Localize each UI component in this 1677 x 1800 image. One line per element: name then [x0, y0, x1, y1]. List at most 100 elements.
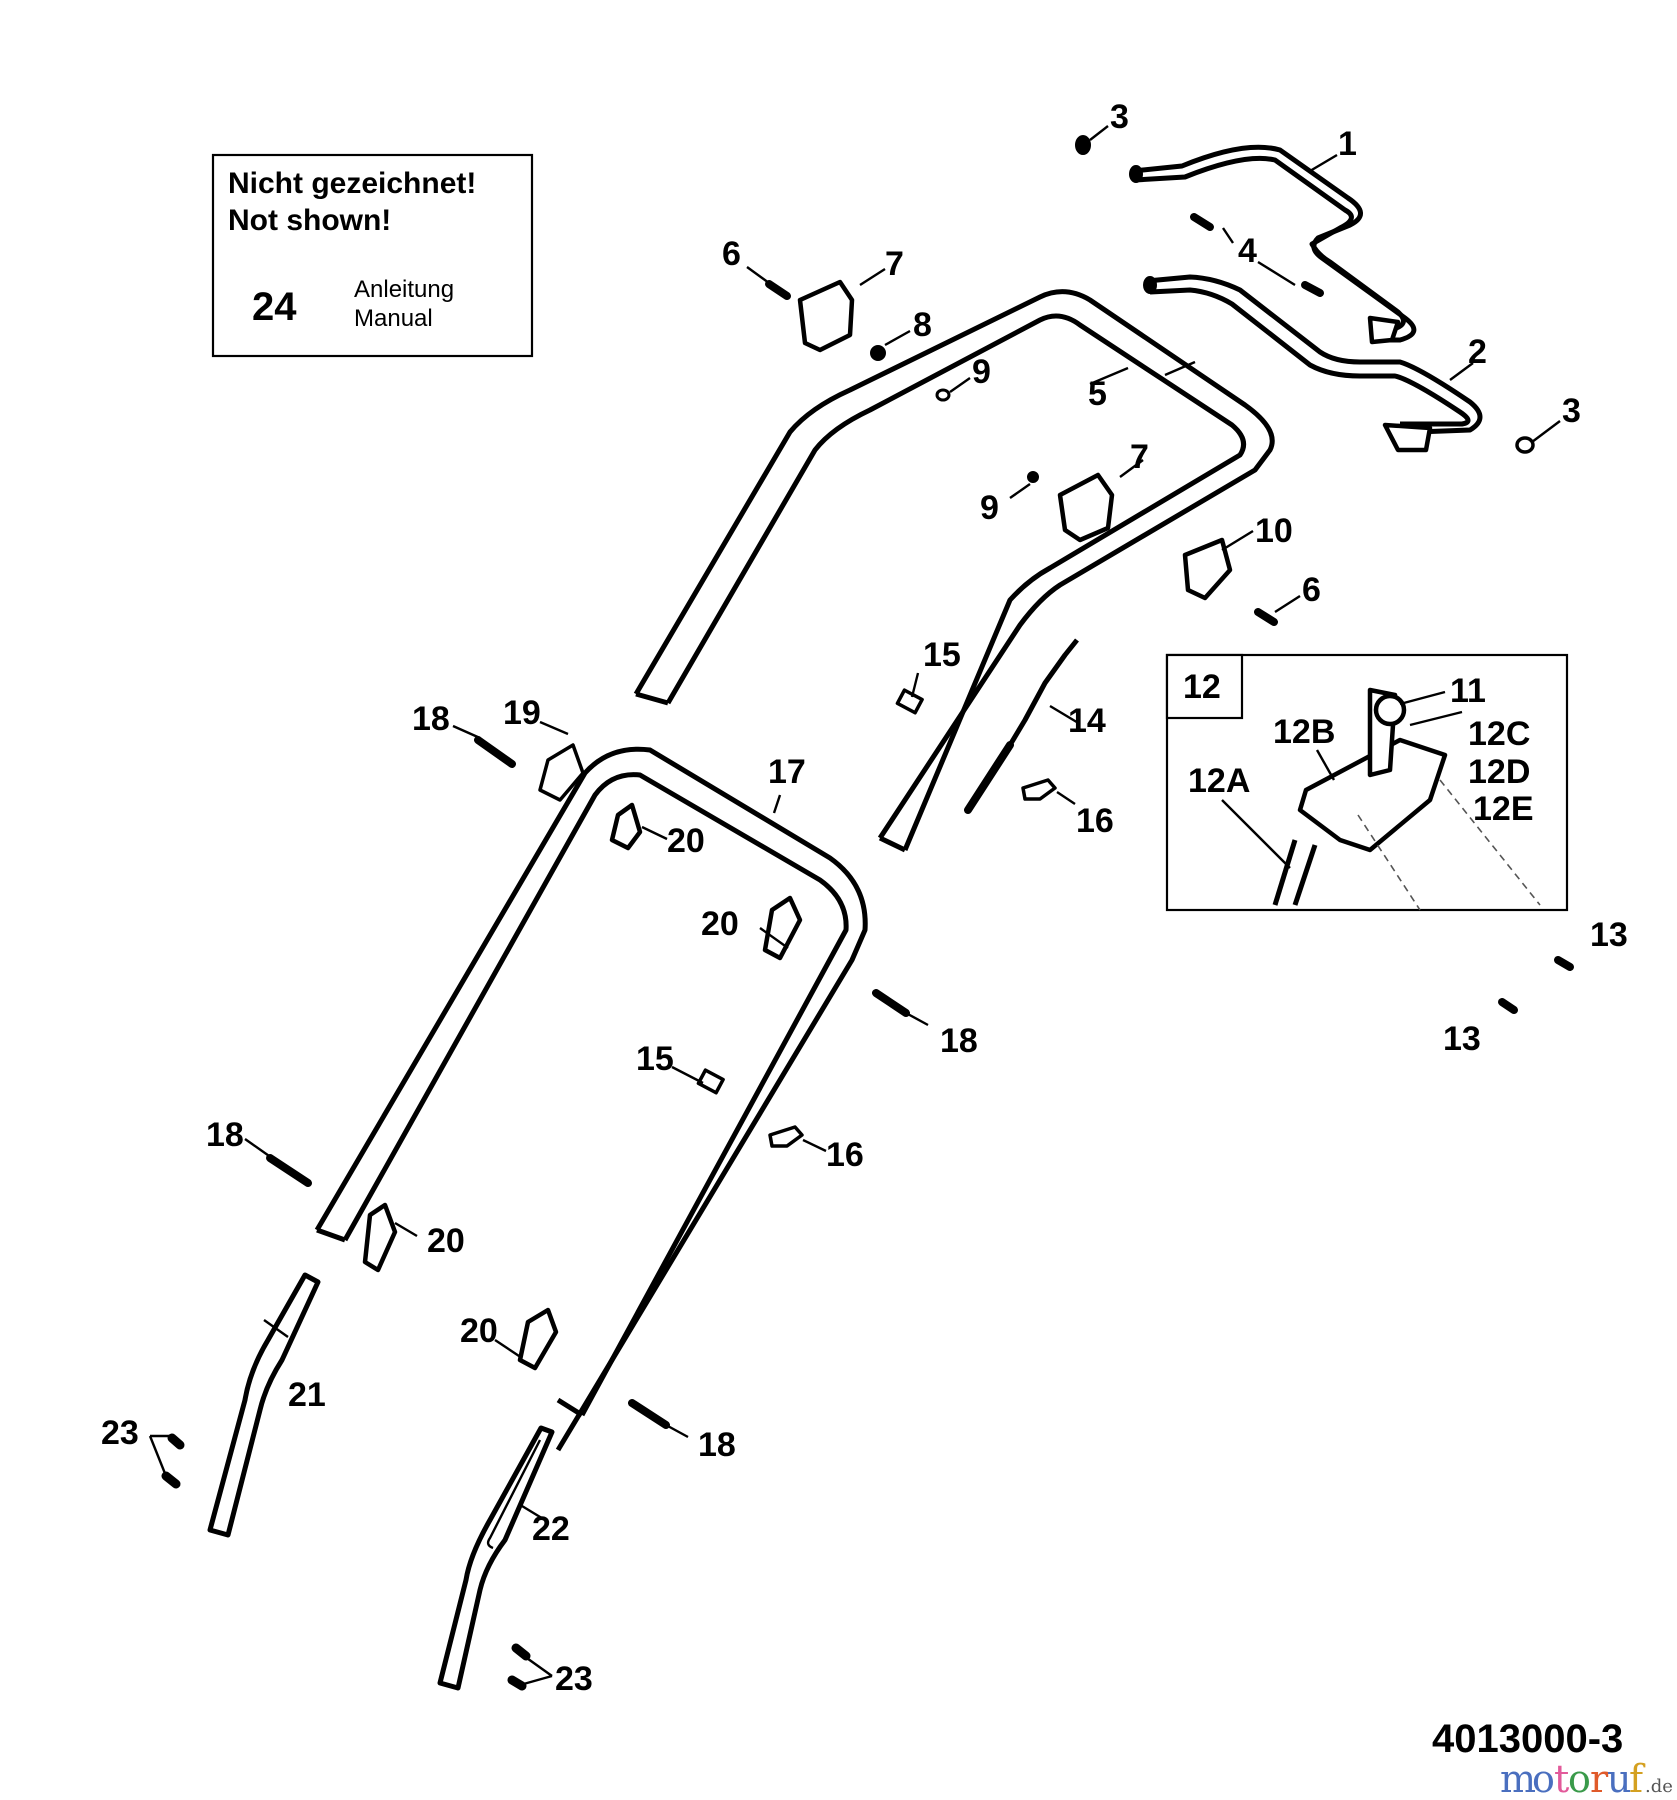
callout-9: 9 [980, 489, 999, 527]
part-21-lower-tube-left[interactable] [207, 1272, 321, 1538]
callout-18: 18 [940, 1022, 978, 1060]
note-item-english: Manual [354, 305, 433, 332]
callout-21: 21 [288, 1376, 326, 1414]
part-3-washer-right [1515, 436, 1535, 454]
part-23-screw-c [511, 1643, 531, 1661]
part-20-knob-d [517, 1307, 559, 1371]
part-16-grommet-a [1021, 778, 1057, 801]
callout-6: 6 [1302, 571, 1321, 609]
part-8-nut [870, 345, 886, 361]
callout-12c: 12C [1468, 715, 1530, 753]
part-20-knob-c [362, 1202, 398, 1273]
watermark-letter: o [1568, 1757, 1591, 1800]
note-item-number: 24 [252, 285, 297, 329]
part-13-pin-a [1554, 956, 1574, 971]
callout-19: 19 [503, 694, 541, 732]
watermark-letter: t [1554, 1757, 1569, 1800]
callout-18: 18 [698, 1426, 736, 1464]
watermark-suffix: .de [1645, 1776, 1673, 1797]
callout-3: 3 [1110, 98, 1129, 136]
note-line-german: Nicht gezeichnet! [228, 167, 476, 200]
hardware [161, 135, 1574, 1691]
callout-10: 10 [1255, 512, 1293, 550]
part-16-grommet-b [768, 1125, 804, 1148]
callout-4: 4 [1238, 232, 1257, 270]
callout-12a: 12A [1188, 762, 1250, 800]
inset-12-throttle-lever[interactable] [1165, 653, 1569, 912]
callout-18: 18 [206, 1116, 244, 1154]
callout-18: 18 [412, 700, 450, 738]
part-18-bolt-b [872, 989, 910, 1017]
watermark-letter: m [1500, 1757, 1536, 1800]
callout-7: 7 [1130, 438, 1149, 476]
callout-23: 23 [555, 1660, 593, 1698]
part-7-clamp-b [1057, 472, 1115, 543]
part-10-switch [1182, 537, 1233, 601]
part-7-clamp-a [797, 279, 855, 353]
callout-3: 3 [1562, 392, 1581, 430]
part-3-washer-top [1075, 135, 1091, 155]
callout-1: 1 [1338, 125, 1357, 163]
callout-11: 11 [1450, 672, 1486, 710]
part-9-washer-b [1027, 471, 1039, 483]
part-13-pin-b [1498, 998, 1518, 1014]
part-15-clip-a [895, 688, 924, 715]
callout-23: 23 [101, 1414, 139, 1452]
watermark-letter: f [1629, 1757, 1646, 1800]
callout-12d: 12D [1468, 753, 1530, 791]
callout-5: 5 [1088, 375, 1107, 413]
part-19-cable-guide [538, 743, 585, 802]
part-5-upper-handle[interactable] [633, 289, 1275, 853]
note-line-english: Not shown! [228, 204, 391, 237]
part-20-knob-b [762, 895, 803, 961]
part-1-control-bail[interactable] [1129, 144, 1417, 345]
part-4-pin-b [1301, 281, 1324, 297]
callout-12e: 12E [1473, 790, 1534, 828]
callout-7: 7 [885, 245, 904, 283]
part-4-pin-a [1190, 213, 1214, 231]
callout-20: 20 [427, 1222, 465, 1260]
part-9-washer-a [935, 388, 951, 402]
callout-2: 2 [1468, 333, 1487, 371]
part-18-bolt-a [474, 736, 516, 768]
watermark-letter: o [1532, 1757, 1555, 1800]
part-23-screw-a [167, 1433, 185, 1450]
callout-14: 14 [1068, 702, 1106, 740]
callout-6: 6 [722, 235, 741, 273]
callout-22: 22 [532, 1510, 570, 1548]
callout-13: 13 [1443, 1020, 1481, 1058]
callout-13: 13 [1590, 916, 1628, 954]
part-22-lower-tube-right[interactable] [437, 1425, 555, 1691]
callout-16: 16 [826, 1136, 864, 1174]
part-14-cable[interactable] [964, 638, 1079, 814]
note-item-german: Anleitung [354, 276, 454, 303]
watermark-letter: u [1607, 1757, 1631, 1800]
callout-20: 20 [701, 905, 739, 943]
callout-9: 9 [972, 353, 991, 391]
callout-17: 17 [768, 753, 806, 791]
callout-labels: 3 1 4 2 5 3 6 7 8 9 7 9 10 6 15 14 16 17… [101, 98, 1628, 1698]
callout-12b: 12B [1273, 713, 1335, 751]
watermark-letter: r [1590, 1757, 1609, 1800]
note-box-frame [211, 153, 534, 358]
callout-15: 15 [636, 1040, 674, 1078]
part-6-screw-b [1254, 608, 1278, 626]
part-15-clip-b [696, 1068, 725, 1095]
part-18-bolt-c [266, 1154, 312, 1187]
part-23-screw-b [161, 1471, 181, 1489]
part-18-bolt-d [628, 1399, 670, 1429]
not-shown-note: Nicht gezeichnet! Not shown! 24 Anleitun… [211, 153, 534, 358]
part-17-middle-handle[interactable] [314, 746, 868, 1452]
callout-16: 16 [1076, 802, 1114, 840]
part-20-knob-a [609, 802, 643, 851]
inset-title-12: 12 [1183, 668, 1221, 706]
part-6-screw-a [765, 280, 791, 300]
part-2-control-bail[interactable] [1143, 274, 1483, 453]
callout-8: 8 [913, 306, 932, 344]
callout-20: 20 [667, 822, 705, 860]
leader-lines [148, 125, 1561, 1687]
document-number: 4013000-3 [1432, 1717, 1623, 1761]
inset-title-box [1165, 653, 1244, 720]
